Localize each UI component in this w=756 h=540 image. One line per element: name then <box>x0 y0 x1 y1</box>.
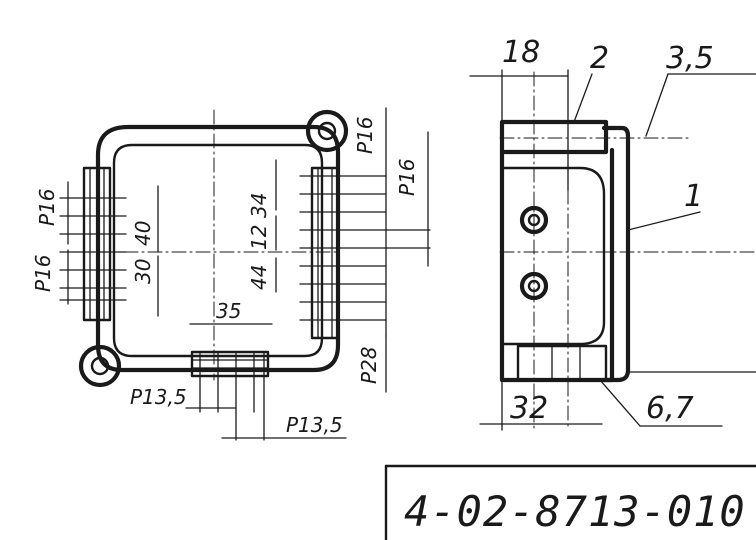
document-number: 4-02-8713-010 V <box>404 487 756 536</box>
dim-p13-5-bottom: P13,5 <box>286 413 343 437</box>
dim-40: 40 <box>131 221 155 246</box>
title-block: 4-02-8713-010 V <box>384 464 756 540</box>
dim-3-5: 3,5 <box>666 41 714 76</box>
left-terminal-strip <box>82 166 112 322</box>
dim-p28: P28 <box>357 346 381 384</box>
side-view: 18 2 3,5 1 32 6,7 <box>469 35 756 431</box>
callout-1: 1 <box>684 179 703 214</box>
dim-p13-5-left: P13,5 <box>130 385 187 409</box>
dim-44: 44 <box>247 265 271 290</box>
right-pins <box>299 175 431 321</box>
side-dimension-lines <box>469 69 756 431</box>
dim-32: 32 <box>510 391 548 426</box>
side-bracket <box>601 125 631 383</box>
bottom-terminal-strip <box>190 350 270 378</box>
dim-35: 35 <box>216 299 241 323</box>
side-top-flange <box>499 119 609 155</box>
left-pins <box>59 197 127 301</box>
front-frame-inner <box>112 143 324 358</box>
mounting-ear-top-right <box>305 109 349 153</box>
front-dimension-lines <box>67 107 429 439</box>
dim-34: 34 <box>247 193 271 218</box>
front-frame-outer <box>95 124 341 373</box>
callout-2: 2 <box>590 41 609 76</box>
dim-p16-left-top: P16 <box>35 188 59 226</box>
dim-p16-left-bottom: P16 <box>31 254 55 292</box>
bottom-pins <box>199 351 265 441</box>
mounting-hole-bottom-left <box>90 356 110 376</box>
dim-30: 30 <box>131 259 155 284</box>
mounting-hole-top-right <box>317 121 337 141</box>
dim-p16-top-right: P16 <box>353 116 377 154</box>
side-screw-top <box>519 205 549 235</box>
front-view: P16 P16 34 12 44 P16 P16 30 40 35 P28 P1… <box>31 107 431 441</box>
dim-6-7: 6,7 <box>646 391 694 426</box>
dim-18: 18 <box>502 35 540 70</box>
side-body-inner <box>500 166 606 346</box>
dim-p16-right: P16 <box>395 158 419 196</box>
mounting-ear-bottom-left <box>78 344 122 388</box>
right-terminal-strip <box>310 166 340 340</box>
side-bottom-base <box>516 344 608 382</box>
dim-12: 12 <box>247 225 271 250</box>
